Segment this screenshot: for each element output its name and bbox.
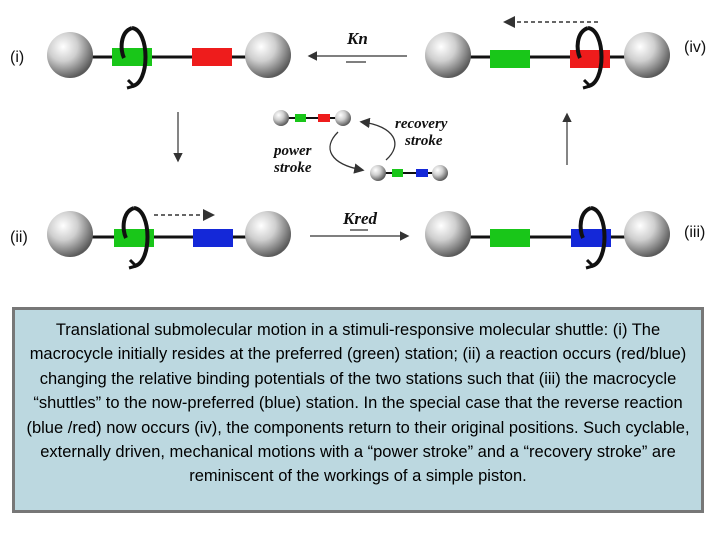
macrocycle-ring [587, 26, 604, 88]
macrocycle-ring [590, 206, 607, 268]
green-station [490, 50, 530, 68]
recovery-stroke-arrow [359, 117, 396, 161]
equilibrium-kred: Kred [310, 209, 410, 241]
stopper-left [425, 211, 471, 257]
red-station [570, 50, 610, 68]
power-stroke-arrow [329, 131, 365, 174]
shuttle-state-iv [425, 16, 670, 90]
recovery-label-line1: recovery [395, 116, 448, 132]
stopper-left [425, 32, 471, 78]
kn-label: Kn [346, 29, 368, 48]
blue-station [193, 229, 233, 247]
stopper-right [245, 32, 291, 78]
stopper-left [47, 211, 93, 257]
caption-box: Translational submolecular motion in a s… [12, 307, 704, 513]
macrocycle-ring [133, 206, 150, 268]
shuttle-state-ii [47, 206, 291, 270]
shuttle-state-i [47, 26, 291, 90]
macrocycle-ring [131, 26, 148, 88]
state-label-iv: (iv) [684, 39, 706, 56]
equilibrium-kn: Kn [307, 29, 407, 63]
stopper-left [47, 32, 93, 78]
stopper-right [245, 211, 291, 257]
kred-label: Kred [342, 209, 378, 228]
power-label-line2: stroke [273, 160, 312, 176]
shuttle-state-iii [425, 206, 670, 270]
molecular-shuttle-diagram: (i) (iv) (ii) (iii) Kn Kred recovery str… [10, 16, 706, 270]
stopper-right [624, 32, 670, 78]
state-label-iii: (iii) [684, 224, 705, 241]
green-station [490, 229, 530, 247]
state-label-i: (i) [10, 49, 24, 66]
red-station [192, 48, 232, 66]
power-recovery-cycle: recovery stroke power stroke [272, 110, 448, 181]
state-label-ii: (ii) [10, 229, 28, 246]
power-label-line1: power [272, 143, 312, 159]
figure-caption: Translational submolecular motion in a s… [26, 321, 690, 486]
recovery-label-line2: stroke [404, 133, 443, 149]
stopper-right [624, 211, 670, 257]
